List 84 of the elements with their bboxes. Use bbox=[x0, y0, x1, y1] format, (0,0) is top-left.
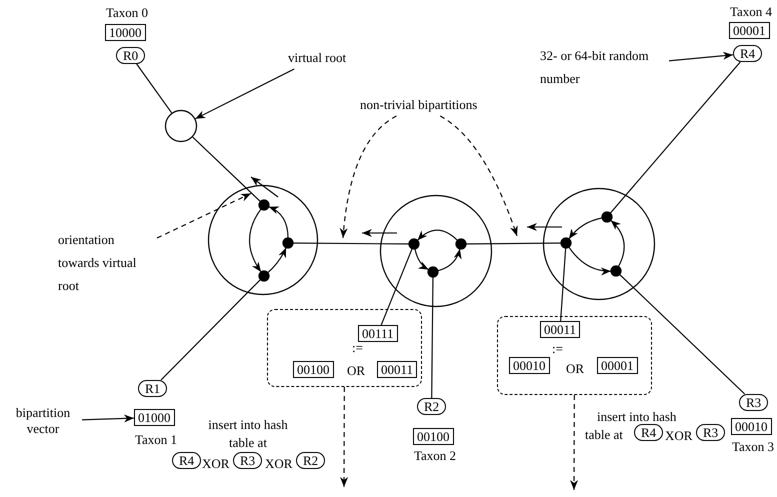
arrow bbox=[248, 208, 262, 272]
bit-vector-box: 00001 bbox=[729, 22, 770, 39]
dashed-group-box bbox=[267, 309, 422, 387]
tree-branch bbox=[380, 248, 413, 326]
tree-branch bbox=[136, 64, 172, 114]
rounded-label: R2 bbox=[417, 398, 446, 415]
tree-node-dot bbox=[259, 200, 269, 210]
rounded-label: R3 bbox=[696, 424, 726, 441]
arrow bbox=[267, 247, 287, 274]
tree-node-dot bbox=[602, 212, 612, 222]
tree-node-dot bbox=[409, 239, 419, 249]
tree-node-dot bbox=[428, 267, 438, 277]
rounded-label: R0 bbox=[116, 47, 146, 64]
rounded-label: R4 bbox=[733, 45, 762, 62]
node-circle bbox=[380, 195, 492, 307]
arrow bbox=[268, 206, 289, 238]
arrow bbox=[417, 230, 458, 241]
tree-node-dot bbox=[259, 271, 269, 281]
tree-branch bbox=[619, 274, 746, 394]
rounded-label: R3 bbox=[739, 394, 768, 411]
leader-arrow bbox=[570, 395, 578, 490]
tree-branch bbox=[293, 242, 409, 244]
tree-branch bbox=[431, 277, 434, 398]
dashed-group-box bbox=[497, 316, 652, 395]
annotation-text: OR bbox=[566, 360, 584, 378]
leader-arrow bbox=[340, 387, 348, 487]
annotation-text: OR bbox=[347, 362, 366, 380]
node-circle bbox=[208, 185, 318, 295]
tree-node-dot bbox=[611, 266, 621, 276]
annotation-text: insert into hash bbox=[597, 408, 676, 426]
bit-vector-box: 00100 bbox=[293, 361, 334, 378]
tree-branch bbox=[610, 62, 741, 214]
annotation-text: orientation towards virtual root bbox=[58, 228, 153, 297]
annotation-text: virtual root bbox=[288, 50, 346, 65]
arrow bbox=[568, 246, 612, 276]
taxon-label: Taxon 4 bbox=[730, 4, 772, 19]
annotation-text: table at bbox=[585, 426, 623, 444]
tree-node-dot bbox=[456, 239, 466, 249]
annotation-text: := bbox=[552, 340, 563, 358]
rounded-label: R1 bbox=[138, 380, 168, 397]
leader-arrow bbox=[440, 116, 518, 236]
tree-branch bbox=[466, 242, 561, 244]
annotation-text: := bbox=[352, 339, 363, 357]
arrow bbox=[195, 68, 294, 120]
virtual-root-circle bbox=[165, 110, 197, 142]
arrow bbox=[438, 248, 462, 272]
bit-vector-box: 00011 bbox=[377, 361, 418, 378]
rounded-label: R3 bbox=[233, 452, 262, 469]
taxon-label: Taxon 3 bbox=[732, 439, 774, 454]
taxon-label: Taxon 1 bbox=[134, 432, 178, 447]
rounded-label: R4 bbox=[172, 452, 202, 469]
tree-branch bbox=[160, 279, 261, 380]
annotation-text: XOR bbox=[202, 455, 230, 473]
tree-node-dot bbox=[283, 238, 293, 248]
annotation-text: non-trivial bipartitions bbox=[360, 97, 478, 112]
arrow bbox=[414, 248, 429, 270]
bit-vector-box: 10000 bbox=[105, 24, 146, 41]
rounded-label: R4 bbox=[634, 424, 664, 441]
tree-branch bbox=[560, 248, 566, 322]
bit-vector-box: 00010 bbox=[509, 357, 550, 374]
bit-vector-box: 00010 bbox=[731, 418, 772, 435]
bit-vector-box: 00001 bbox=[597, 357, 638, 374]
arrow bbox=[82, 414, 134, 422]
direction-arrow bbox=[250, 176, 278, 198]
arrow bbox=[568, 217, 602, 240]
node-circle bbox=[543, 188, 655, 300]
annotation-text: insert into hash table at bbox=[207, 416, 289, 452]
annotation-text: 32- or 64-bit random number bbox=[540, 44, 665, 90]
tree-node-dot bbox=[561, 238, 571, 248]
bit-vector-box: 00100 bbox=[413, 428, 454, 445]
annotation-text: XOR bbox=[265, 455, 292, 473]
arrow bbox=[156, 192, 252, 239]
bit-vector-box: 00011 bbox=[540, 321, 580, 338]
leader-arrow bbox=[340, 116, 397, 238]
bit-vector-box: 00111 bbox=[358, 325, 398, 342]
taxon-label: Taxon 0 bbox=[106, 5, 148, 20]
annotation-text: bipartition vector bbox=[8, 405, 78, 437]
tree-branch bbox=[192, 136, 261, 202]
arrow bbox=[610, 220, 625, 267]
rounded-label: R2 bbox=[296, 452, 326, 469]
taxon-label: Taxon 2 bbox=[414, 448, 456, 463]
arrow bbox=[668, 52, 734, 62]
annotation-text: XOR bbox=[665, 427, 692, 445]
bit-vector-box: 01000 bbox=[134, 409, 174, 426]
